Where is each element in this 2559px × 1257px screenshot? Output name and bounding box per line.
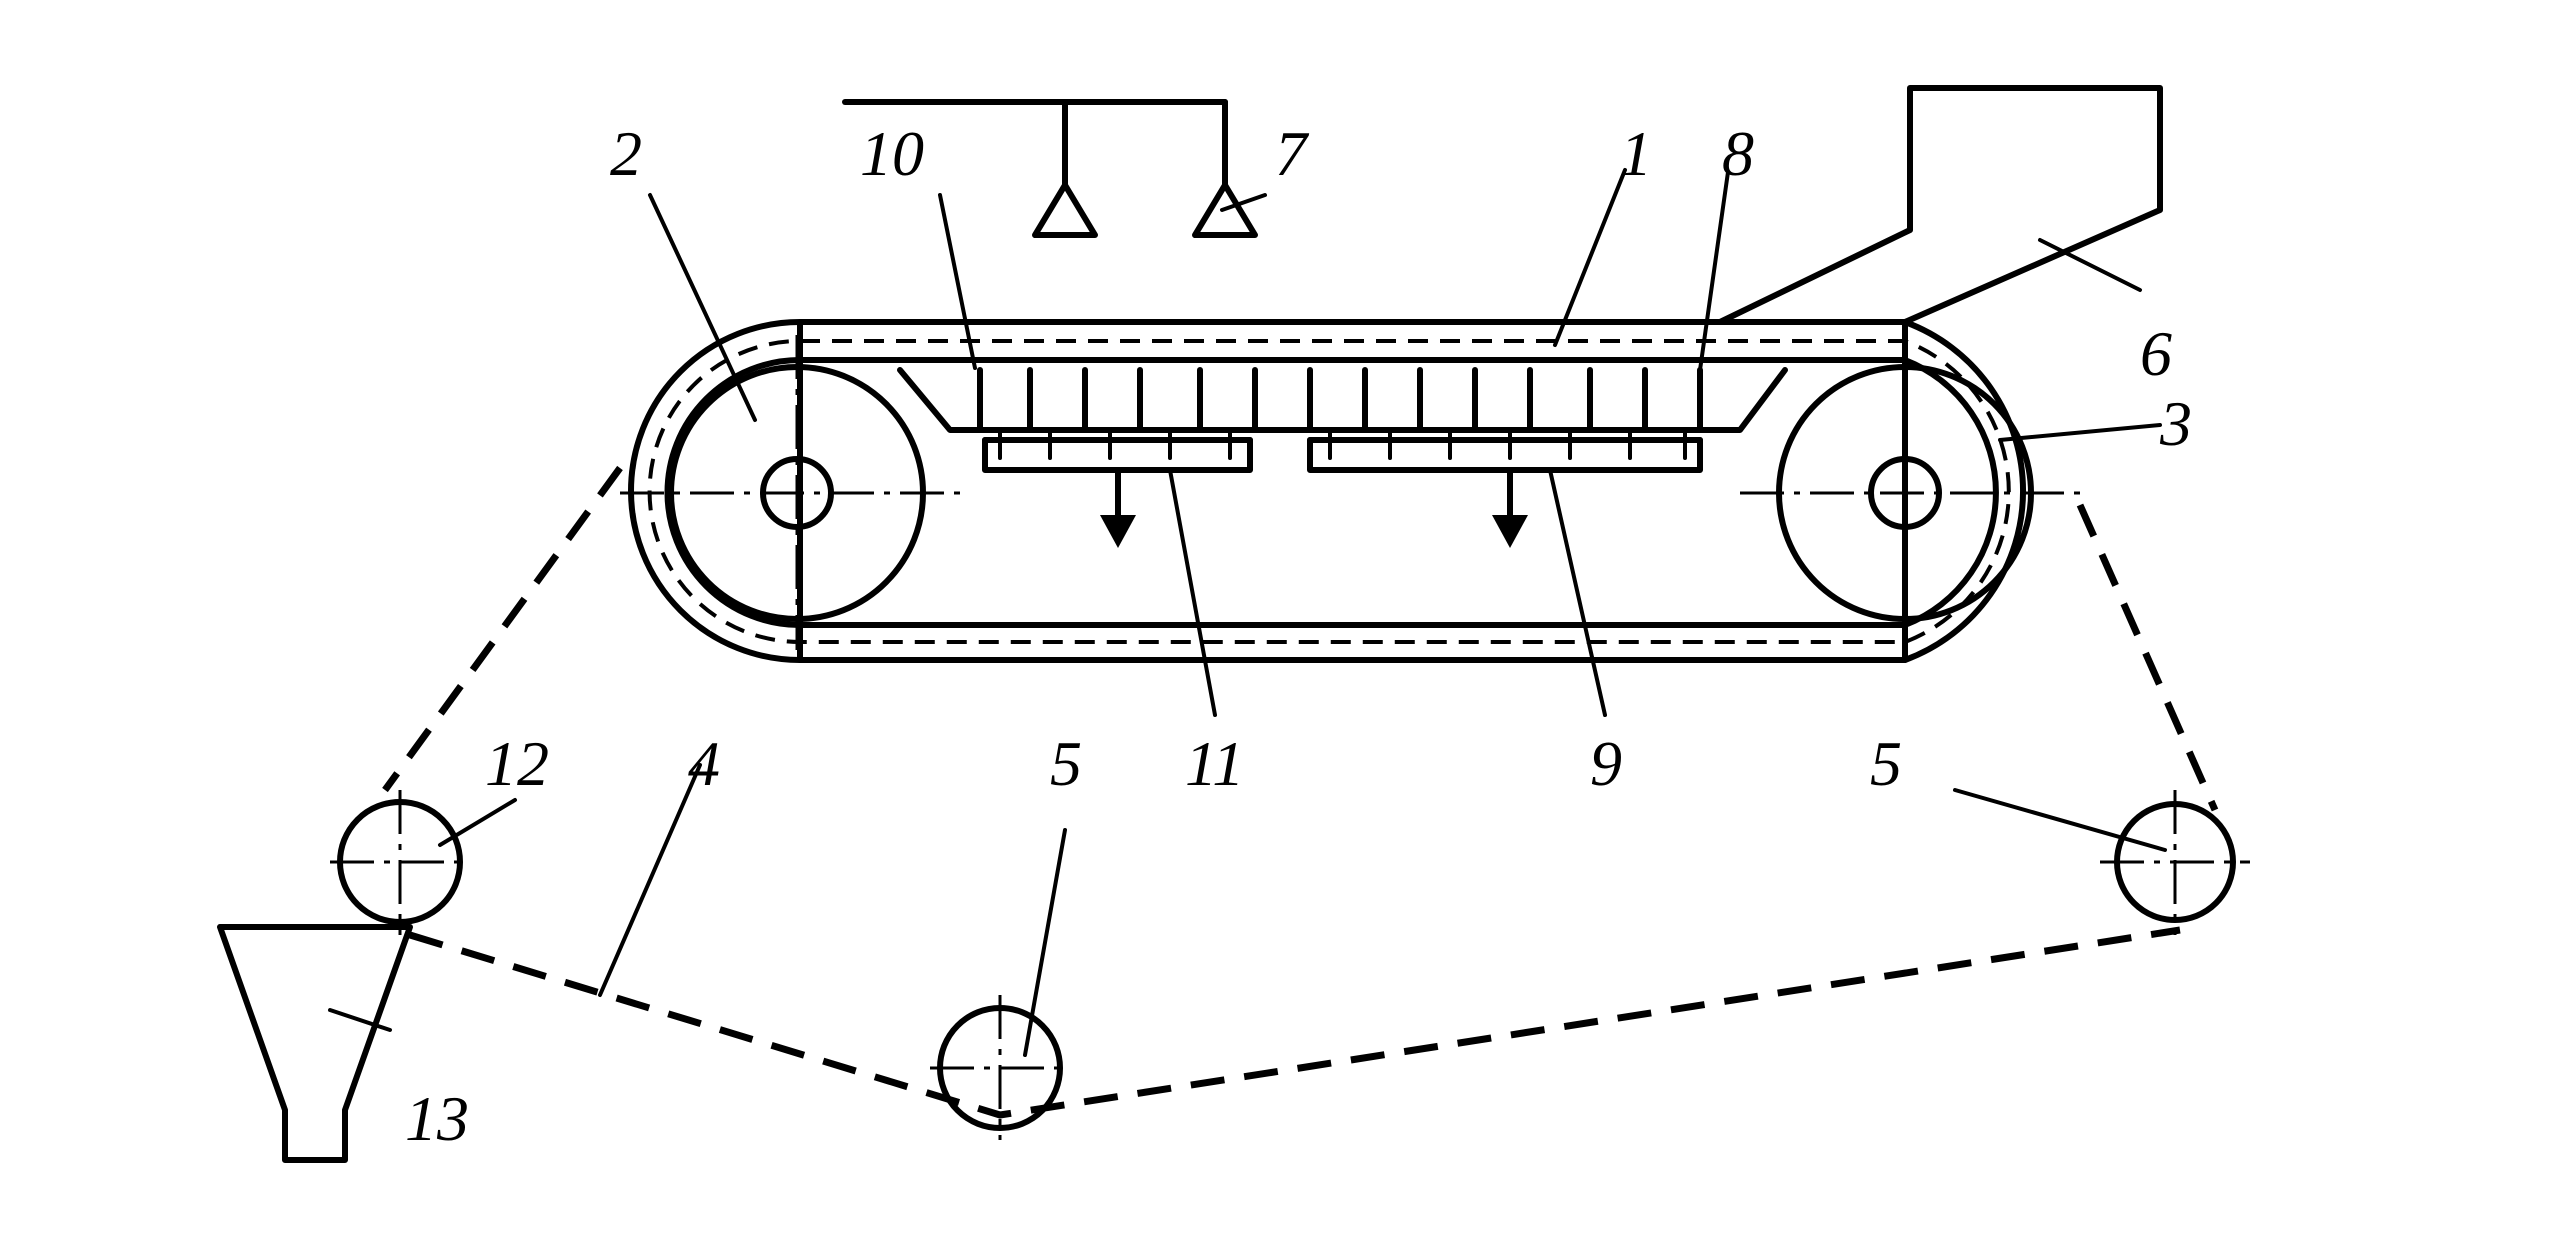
vacuum-chamber xyxy=(897,367,1788,433)
labels: 2 10 7 1 8 6 3 11 9 5 5 4 12 13 xyxy=(405,118,2192,1154)
label-10: 10 xyxy=(860,118,924,189)
chamber-cells xyxy=(977,367,1703,433)
guide-roller-12 xyxy=(330,790,470,935)
label-3: 3 xyxy=(2159,388,2192,459)
filtrate-collector-left xyxy=(982,428,1253,548)
label-7: 7 xyxy=(1275,118,1310,189)
label-6: 6 xyxy=(2140,318,2172,389)
label-1: 1 xyxy=(1620,118,1652,189)
leader-lines xyxy=(328,168,2167,1057)
right-drum xyxy=(1740,335,2090,650)
filtrate-collector-right xyxy=(1307,428,1703,548)
label-11: 11 xyxy=(1185,728,1244,799)
label-13: 13 xyxy=(405,1083,469,1154)
label-5-bottom: 5 xyxy=(1050,728,1082,799)
label-9: 9 xyxy=(1590,728,1622,799)
label-12: 12 xyxy=(485,728,549,799)
left-drum xyxy=(620,335,960,650)
label-8: 8 xyxy=(1722,118,1754,189)
discharge-hopper xyxy=(217,924,413,1163)
label-2: 2 xyxy=(610,118,642,189)
tension-roller-bottom xyxy=(930,995,1070,1140)
filter-cloth-path xyxy=(382,465,2219,1119)
feed-hopper xyxy=(1717,85,2163,325)
label-5-right: 5 xyxy=(1870,728,1902,799)
tension-roller-right xyxy=(2100,790,2250,935)
wash-sprayers xyxy=(842,99,1258,238)
label-4: 4 xyxy=(688,728,720,799)
